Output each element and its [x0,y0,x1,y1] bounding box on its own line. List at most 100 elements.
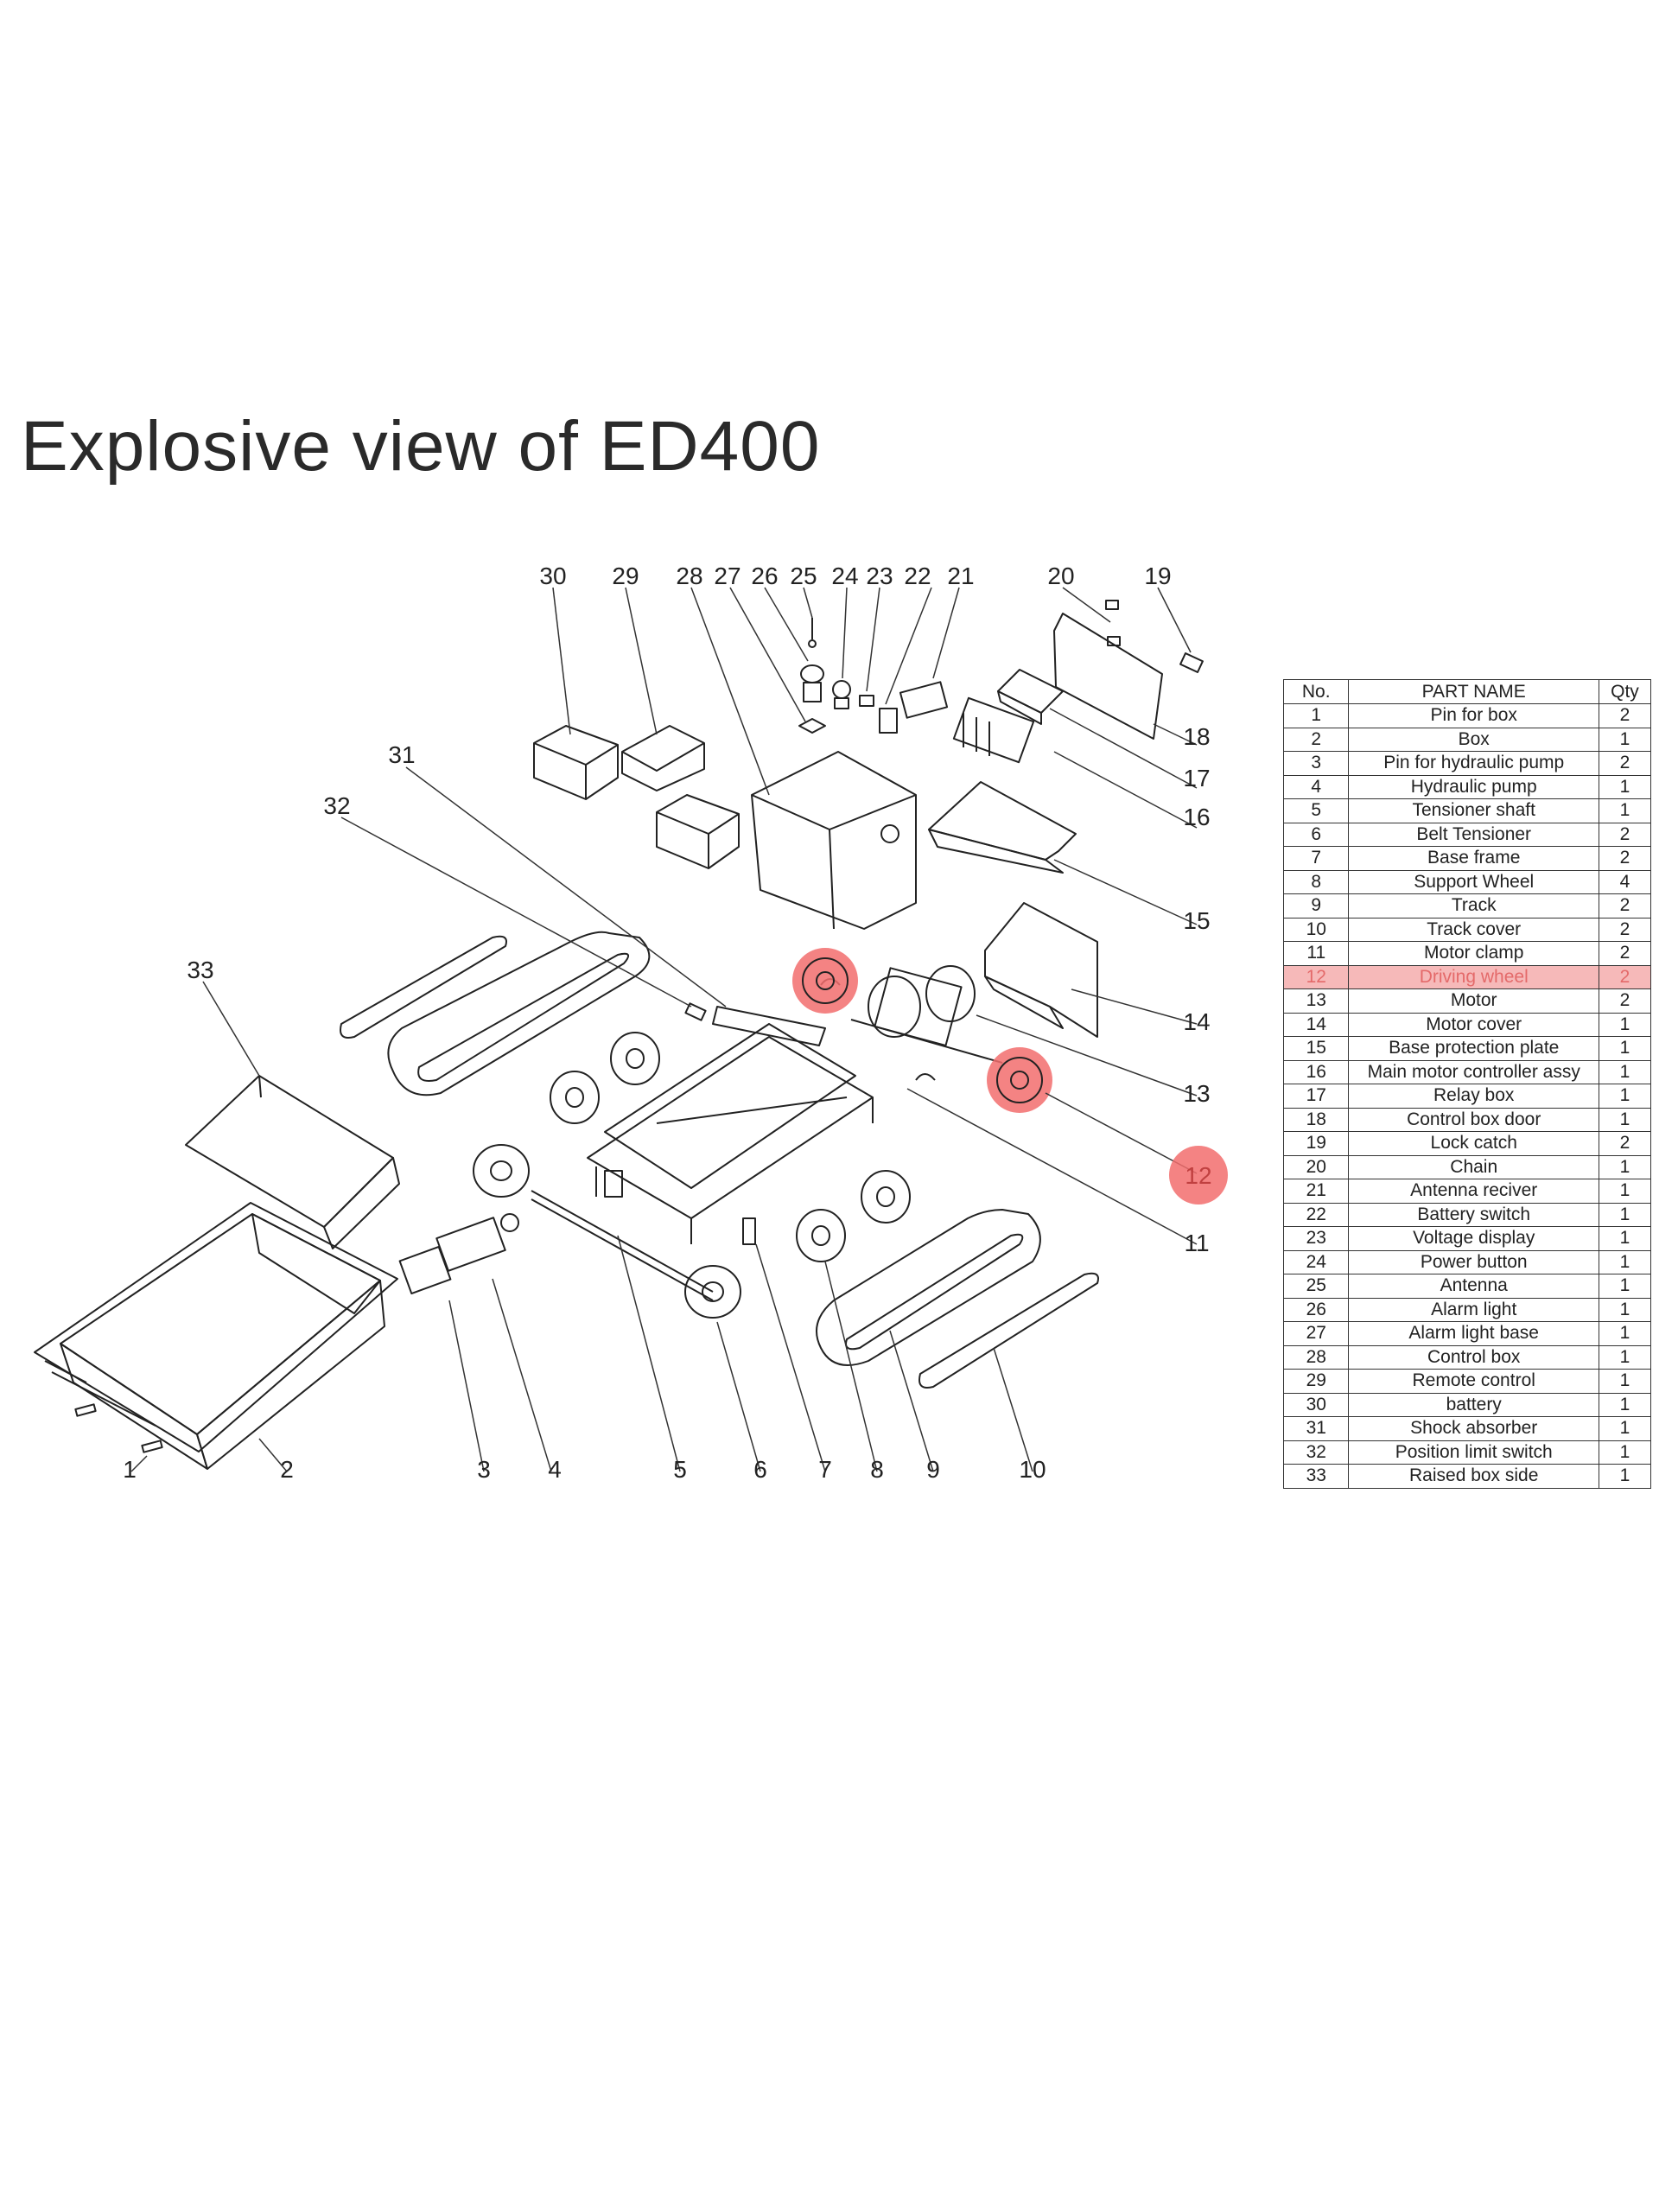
callout-20: 20 [1047,563,1074,589]
cell-no: 10 [1282,917,1350,942]
cell-part-name: Relay box [1348,1084,1599,1109]
cell-no: 22 [1282,1202,1350,1227]
cell-no: 7 [1282,846,1350,871]
belt-tensioner-part [473,1144,741,1319]
callout-21: 21 [947,563,974,589]
battery-switch-part [879,708,898,734]
cell-part-name: Antenna [1348,1274,1599,1299]
callout-23: 23 [866,563,893,589]
cell-part-name: Belt Tensioner [1348,822,1599,847]
callout-3: 3 [477,1456,491,1483]
cell-part-name: Box [1348,727,1599,752]
callout-22: 22 [904,563,931,589]
cell-part-name: Power button [1348,1249,1599,1274]
cell-no: 5 [1282,798,1350,823]
page-title: Explosive view of ED400 [21,407,821,486]
raised-box-side-part [185,1075,400,1249]
cell-no: 21 [1282,1179,1350,1204]
cell-qty: 1 [1598,1369,1652,1394]
callout-19: 19 [1144,563,1171,589]
cell-qty: 1 [1598,1107,1652,1132]
cell-part-name: Base protection plate [1348,1036,1599,1061]
cell-part-name: Motor [1348,988,1599,1014]
callout-6: 6 [753,1456,767,1483]
cell-part-name: Main motor controller assy [1348,1059,1599,1084]
table-header-row: No. PART NAME Qty [1282,679,1652,704]
column-header-part-name: PART NAME [1348,679,1599,704]
cell-qty: 1 [1598,1464,1652,1489]
cell-no: 23 [1282,1226,1350,1251]
callout-10: 10 [1019,1456,1046,1483]
cell-part-name: Alarm light base [1348,1321,1599,1346]
cell-no: 30 [1282,1392,1350,1417]
cell-qty: 1 [1598,1321,1652,1346]
alarm-light-part [800,664,824,702]
cell-part-name: Alarm light [1348,1297,1599,1322]
cell-qty: 2 [1598,893,1652,918]
cell-no: 29 [1282,1369,1350,1394]
motor-cover-part [984,902,1098,1038]
cell-qty: 2 [1598,988,1652,1014]
callout-labels: 1 2 3 4 5 6 7 8 9 10 11 12 13 14 15 16 1… [123,563,1228,1483]
cell-no: 16 [1282,1059,1350,1084]
cell-no: 9 [1282,893,1350,918]
cell-part-name: Tensioner shaft [1348,798,1599,823]
position-limit-switch-part [684,1002,707,1021]
cell-qty: 1 [1598,1344,1652,1370]
column-header-qty: Qty [1598,679,1652,704]
callout-18: 18 [1183,723,1210,750]
antenna-reciver-part [899,681,949,719]
control-box-part [751,751,917,930]
cell-no: 19 [1282,1131,1350,1156]
column-header-no: No. [1282,679,1350,704]
cell-qty: 1 [1598,1012,1652,1037]
callout-8: 8 [870,1456,884,1483]
cell-part-name: Antenna reciver [1348,1179,1599,1204]
cell-part-name: Hydraulic pump [1348,774,1599,799]
cell-no: 27 [1282,1321,1350,1346]
cell-part-name: Pin for hydraulic pump [1348,751,1599,776]
cell-part-name: Remote control [1348,1369,1599,1394]
cell-no: 8 [1282,869,1350,894]
callout-31: 31 [388,741,415,768]
callout-11: 11 [1184,1230,1209,1256]
driving-wheel-part [792,948,1052,1113]
cell-part-name: Shock absorber [1348,1416,1599,1441]
cell-qty: 1 [1598,1179,1652,1204]
callout-17: 17 [1183,765,1210,791]
callout-33: 33 [187,957,213,983]
cell-part-name: Support Wheel [1348,869,1599,894]
cell-qty: 1 [1598,1202,1652,1227]
callout-14: 14 [1183,1008,1210,1035]
cell-qty: 2 [1598,846,1652,871]
callout-7: 7 [818,1456,832,1483]
cell-qty: 1 [1598,1249,1652,1274]
cell-qty: 1 [1598,1297,1652,1322]
pin-for-box-part [74,1403,163,1453]
box-part [34,1202,398,1470]
callout-16: 16 [1183,804,1210,830]
cell-qty: 2 [1598,917,1652,942]
cell-qty: 1 [1598,774,1652,799]
cell-no: 2 [1282,727,1350,752]
cell-part-name: Base frame [1348,846,1599,871]
callout-1: 1 [123,1456,137,1483]
cell-part-name: Voltage display [1348,1226,1599,1251]
cell-part-name: Lock catch [1348,1131,1599,1156]
